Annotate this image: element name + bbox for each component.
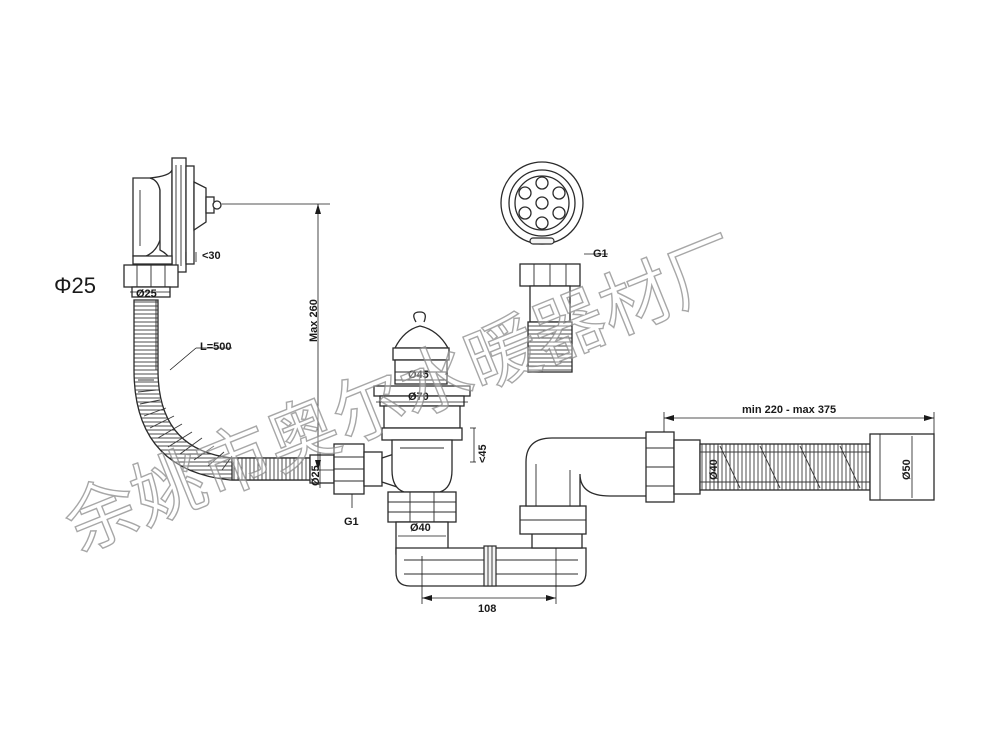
trap-u-bend <box>395 545 587 587</box>
max-height-label: Max 260 <box>308 299 320 342</box>
dimension-lines <box>130 203 935 604</box>
outlet-diameter-large-label: Ø50 <box>901 459 913 480</box>
trap-riser <box>519 437 649 549</box>
hose-length-label: L=500 <box>200 341 232 353</box>
outlet-diameter-small-label: Ø40 <box>708 459 720 480</box>
inlet-connector <box>309 443 401 495</box>
trap-spacing-label: 108 <box>478 603 496 615</box>
outlet-hose-length-label: min 220 - max 375 <box>742 404 836 416</box>
thread-top-label: G1 <box>593 248 608 260</box>
grate-assembly <box>500 161 584 373</box>
overflow-head <box>132 157 222 273</box>
overflow-depth-label: <30 <box>202 250 221 262</box>
waste-diameter-label: Ø70 <box>408 391 429 403</box>
plug-diameter-label: Ø45 <box>408 369 429 381</box>
plug-depth-label: <45 <box>477 444 489 463</box>
pipe-diameter-label: Φ25 <box>54 273 96 298</box>
inlet-diameter-label: Ø25 <box>310 465 322 486</box>
thread-left-label: G1 <box>344 516 359 528</box>
trap-outlet-diameter-label: Ø40 <box>410 522 431 534</box>
outlet-hose <box>645 431 935 503</box>
overflow-pipe-diameter-label: Ø25 <box>136 288 157 300</box>
